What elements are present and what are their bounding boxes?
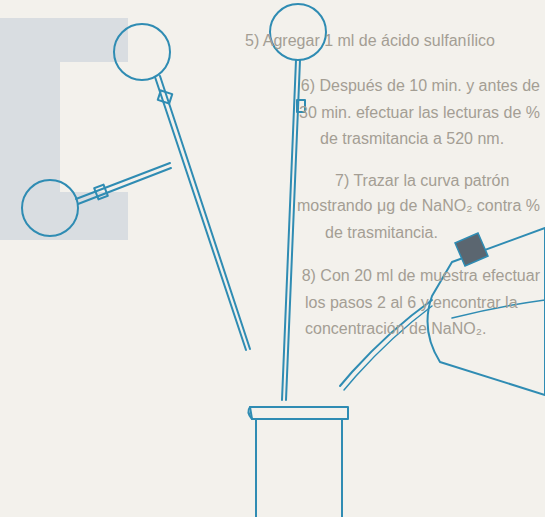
show-through-text: 30 min. efectuar las lecturas de % (299, 103, 540, 122)
show-through-text: de trasmitancia. (325, 223, 438, 242)
pipette (114, 24, 250, 350)
letter-block (0, 18, 128, 240)
show-through-text: concentración de NaNO₂. (305, 319, 486, 338)
beaker (248, 407, 348, 517)
show-through-text: 8) Con 20 ml de muestra efectuar (302, 266, 540, 285)
show-through-text: los pasos 2 al 6 y encontrar la (305, 293, 518, 312)
show-through-text: mostrando μg de NaNO₂ contra % (297, 196, 540, 215)
show-through-text: 6) Después de 10 min. y antes de (301, 76, 540, 95)
show-through-text: de trasmitancia a 520 nm. (320, 129, 504, 148)
wash-bottle (340, 228, 545, 395)
show-through-text: 7) Trazar la curva patrón (335, 171, 509, 190)
pipette (22, 163, 171, 236)
bottle-cap (455, 233, 488, 266)
show-through-text: 5) Agregar 1 ml de ácido sulfanílico (245, 31, 495, 50)
